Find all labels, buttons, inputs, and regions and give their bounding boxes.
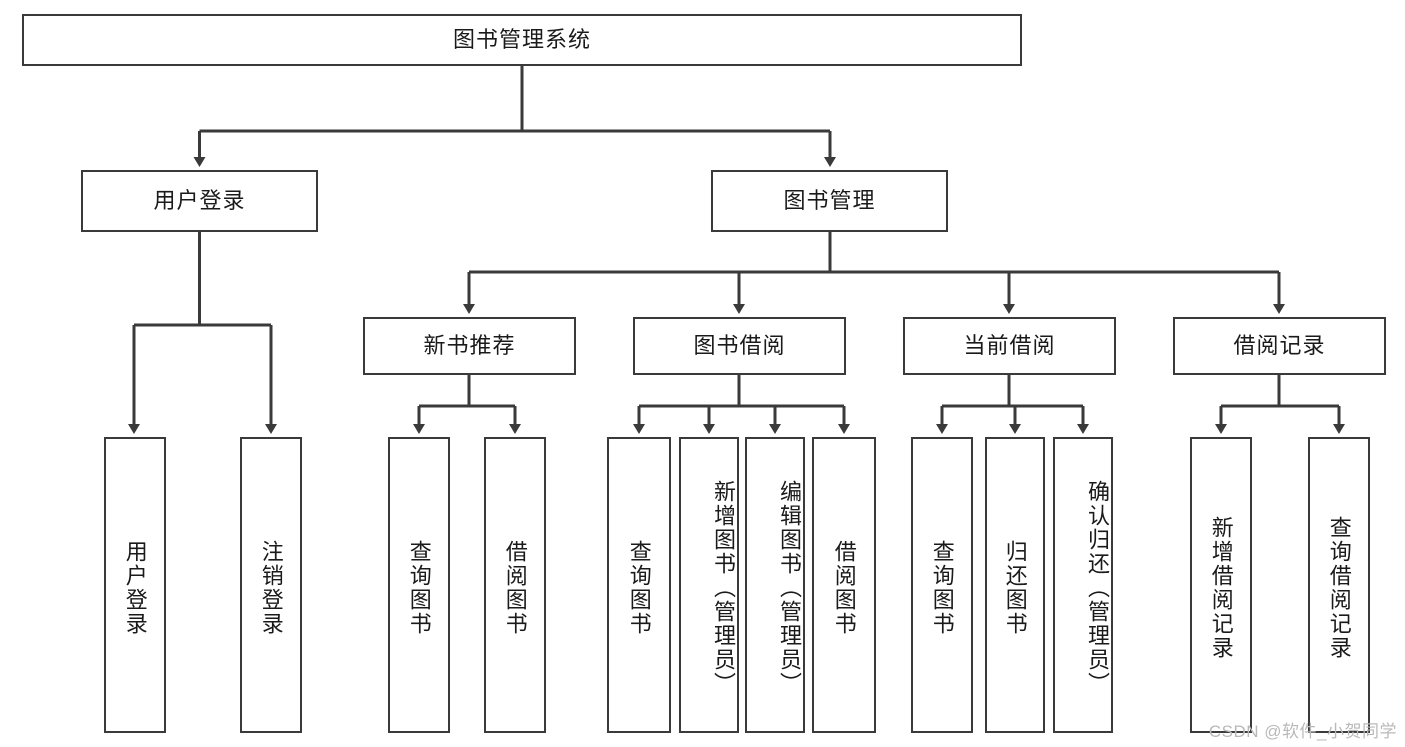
leaf-query-book-3[interactable]: 查询图书 (911, 437, 973, 733)
watermark: CSDN @软件_小贺同学 (1208, 722, 1397, 741)
leaf-add-book-admin[interactable]: 新增图书（管理员） (679, 437, 739, 733)
node-new-book-rec[interactable]: 新书推荐 (363, 317, 576, 375)
node-user-login-label: 用户登录 (153, 187, 246, 213)
leaf-query-borrow-record[interactable]: 查询借阅记录 (1308, 437, 1370, 733)
leaf-confirm-return-admin[interactable]: 确认归还（管理员） (1053, 437, 1113, 733)
leaf-user-login-label: 用户登录 (122, 540, 148, 636)
leaf-query-book-3-label: 查询图书 (929, 540, 955, 636)
node-root[interactable]: 图书管理系统 (22, 14, 1022, 66)
leaf-query-borrow-record-label: 查询借阅记录 (1326, 516, 1352, 660)
leaf-borrow-book-2-label: 借阅图书 (831, 540, 857, 636)
leaf-user-login[interactable]: 用户登录 (104, 437, 166, 733)
leaf-borrow-book-2[interactable]: 借阅图书 (812, 437, 876, 733)
node-book-borrow-label: 图书借阅 (693, 332, 786, 358)
leaf-return-book-label: 归还图书 (1002, 540, 1028, 636)
node-current-borrow-label: 当前借阅 (963, 332, 1056, 358)
leaf-confirm-return-admin-label: 确认归还（管理员） (1085, 480, 1110, 696)
leaf-query-book-1[interactable]: 查询图书 (388, 437, 450, 733)
node-borrow-record-label: 借阅记录 (1233, 332, 1326, 358)
leaf-user-logout[interactable]: 注销登录 (240, 437, 302, 733)
leaf-query-book-1-label: 查询图书 (406, 540, 432, 636)
node-book-borrow[interactable]: 图书借阅 (633, 317, 846, 375)
leaf-user-logout-label: 注销登录 (258, 540, 284, 636)
leaf-query-book-2-label: 查询图书 (626, 540, 652, 636)
leaf-borrow-book-1[interactable]: 借阅图书 (484, 437, 546, 733)
leaf-add-borrow-record-label: 新增借阅记录 (1208, 516, 1234, 660)
leaf-edit-book-admin-label: 编辑图书（管理员） (777, 480, 802, 696)
node-borrow-record[interactable]: 借阅记录 (1173, 317, 1386, 375)
leaf-add-borrow-record[interactable]: 新增借阅记录 (1190, 437, 1252, 733)
node-new-book-rec-label: 新书推荐 (423, 332, 516, 358)
node-user-login[interactable]: 用户登录 (81, 170, 318, 232)
node-root-label: 图书管理系统 (452, 26, 591, 52)
leaf-borrow-book-1-label: 借阅图书 (502, 540, 528, 636)
leaf-query-book-2[interactable]: 查询图书 (607, 437, 671, 733)
leaf-edit-book-admin[interactable]: 编辑图书（管理员） (745, 437, 805, 733)
node-book-manage[interactable]: 图书管理 (711, 170, 948, 232)
leaf-return-book[interactable]: 归还图书 (985, 437, 1045, 733)
node-book-manage-label: 图书管理 (783, 187, 876, 213)
leaf-add-book-admin-label: 新增图书（管理员） (711, 480, 736, 696)
node-current-borrow[interactable]: 当前借阅 (903, 317, 1116, 375)
